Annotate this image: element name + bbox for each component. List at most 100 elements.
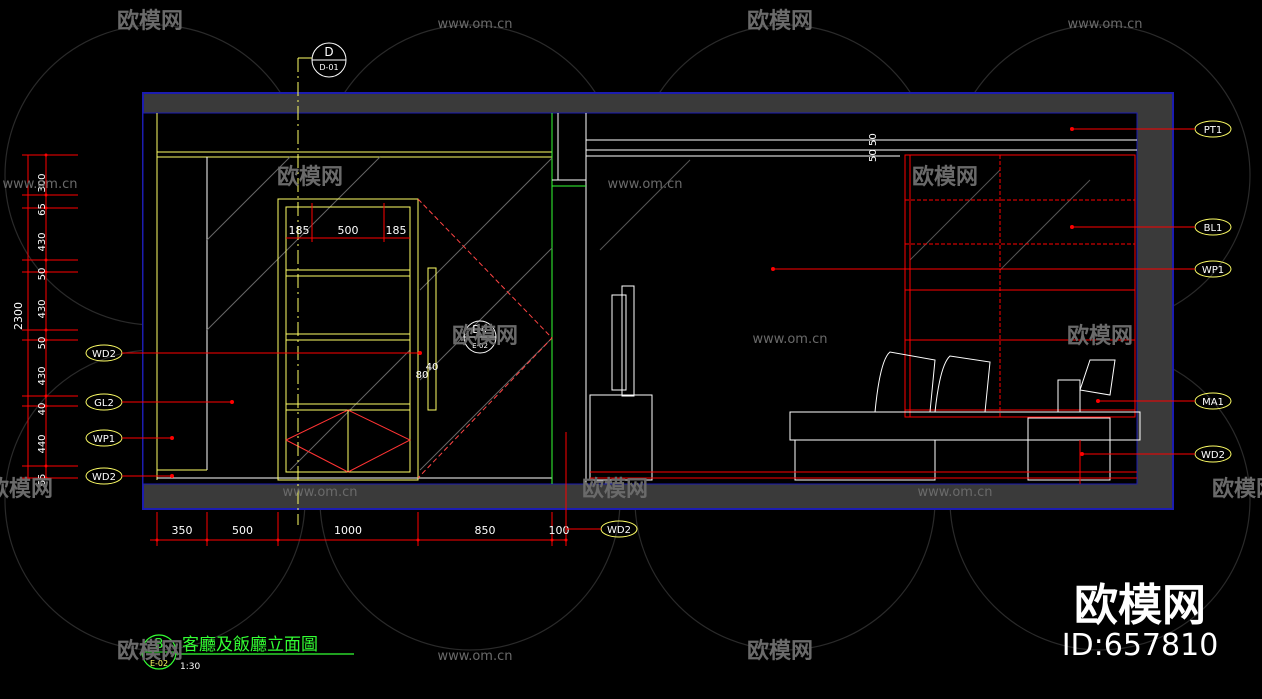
v-dim-node [44,270,48,274]
section-letter: B [155,637,164,652]
v-dim-node [44,206,48,210]
tag-dot [771,267,775,271]
v-dim-label: 65 [37,474,48,487]
tag-label: GL2 [94,398,114,409]
v-dim-label: 430 [37,299,48,318]
small-dim-40: 40 [426,362,439,373]
bottom-tag-leader [565,432,601,530]
detail-mark-label: D4 [472,323,487,336]
tag-dot [1096,399,1100,403]
door-dim-3: 185 [386,224,407,237]
ceiling-dim-1: 50 [868,149,879,162]
v-dim-node [44,258,48,262]
tag-dot [1070,127,1074,131]
ceiling-dim-2: 50 [868,133,879,146]
h-dim-node [155,538,159,542]
v-dim-label: 430 [37,366,48,385]
tag-dot [170,436,174,440]
watermark-brand: 欧模网 [452,323,518,349]
horizontal-dimensions: 350 500 1000 850 100 [150,512,570,546]
h-dim-label: 350 [172,524,193,537]
v-dim-node [44,404,48,408]
drawing-title: 客廳及飯廳立面圖 [182,635,318,655]
watermark-site: www.om.cn [1068,17,1143,32]
tag-label: PT1 [1204,125,1223,136]
v-dim-label: 430 [37,232,48,251]
drawing-scale: 1:30 [180,662,200,672]
top-mark-letter: D [324,45,333,59]
small-dim-80: 80 [416,370,429,381]
watermark-brand: 欧模网 [1067,323,1133,349]
tag-dot [1070,225,1074,229]
cabinet-unit [277,198,553,481]
watermark-brand: 欧模网 [117,638,183,664]
tag-dot [230,400,234,404]
h-dim-label: 850 [475,524,496,537]
watermark-text: 欧模网欧模网欧模网欧模网欧模网欧模网欧模网欧模网欧模网欧模网欧模网www.om.… [0,8,1262,664]
interior-lines [156,113,1137,484]
top-mark-ref: D-01 [319,63,338,72]
shelf-and-sofa [590,154,1141,484]
v-dim-label: 300 [37,173,48,192]
v-dim-node [44,464,48,468]
top-section-mark: D D-01 [297,42,347,525]
watermark-brand: 欧模网 [277,164,343,190]
section-sheet: E-02 [150,659,168,668]
v-dim-label: 40 [37,403,48,416]
v-dim-label: 50 [37,337,48,350]
tag-dot [1080,452,1084,456]
watermark-brand: 欧模网 [747,638,813,664]
watermark-brand: 欧模网 [0,476,53,502]
watermark-brand: 欧模网 [1212,476,1262,502]
v-dim-node [44,328,48,332]
v-dim-node [44,394,48,398]
tag-label: WP1 [93,434,115,445]
tag-label: WD2 [92,349,116,360]
door-dim-2: 500 [338,224,359,237]
watermark-brand: 欧模网 [117,8,183,34]
h-dim-label: 100 [549,524,570,537]
v-dim-node [44,338,48,342]
bottom-tag-label: WD2 [607,525,631,536]
h-dim-label: 500 [232,524,253,537]
watermark-site: www.om.cn [608,177,683,192]
v-dim-node [44,193,48,197]
detail-mark-ref: E-02 [472,342,488,350]
v-dim-node [44,476,48,480]
detail-mark: D4 E-02 [463,320,497,354]
h-dim-node [416,538,420,542]
v-dim-label: 50 [37,268,48,281]
watermark-brand: 欧模网 [582,476,648,502]
watermark-site: www.om.cn [918,485,993,500]
h-dim-node [550,538,554,542]
tag-label: WD2 [92,472,116,483]
door-dim-1: 185 [289,224,310,237]
v-dim-label: 65 [37,203,48,216]
h-dim-node [564,538,568,542]
watermark-site: www.om.cn [438,17,513,32]
watermark-site: www.om.cn [283,485,358,500]
tag-dot [170,474,174,478]
h-dim-label: 1000 [334,524,362,537]
watermark-site: www.om.cn [753,332,828,347]
wall-frame [142,92,1174,510]
v-dim-node [44,153,48,157]
watermark-brand: 欧模网 [747,8,813,34]
watermark-id: ID:657810 [1062,628,1219,663]
h-dim-node [276,538,280,542]
tv-unit [589,285,653,481]
watermark-site: www.om.cn [3,177,78,192]
tag-label: MA1 [1202,397,1224,408]
watermark-brand-large: 欧模网 [1074,580,1206,631]
h-dim-node [205,538,209,542]
tag-label: BL1 [1204,223,1223,234]
total-height-label: 2300 [12,302,25,330]
tag-label: WP1 [1202,265,1224,276]
v-dim-label: 440 [37,434,48,453]
watermark-brand: 欧模网 [912,164,978,190]
tag-label: WD2 [1201,450,1225,461]
door-dimensions: 185 500 185 40 80 50 50 [286,133,879,381]
watermark-site: www.om.cn [438,649,513,664]
